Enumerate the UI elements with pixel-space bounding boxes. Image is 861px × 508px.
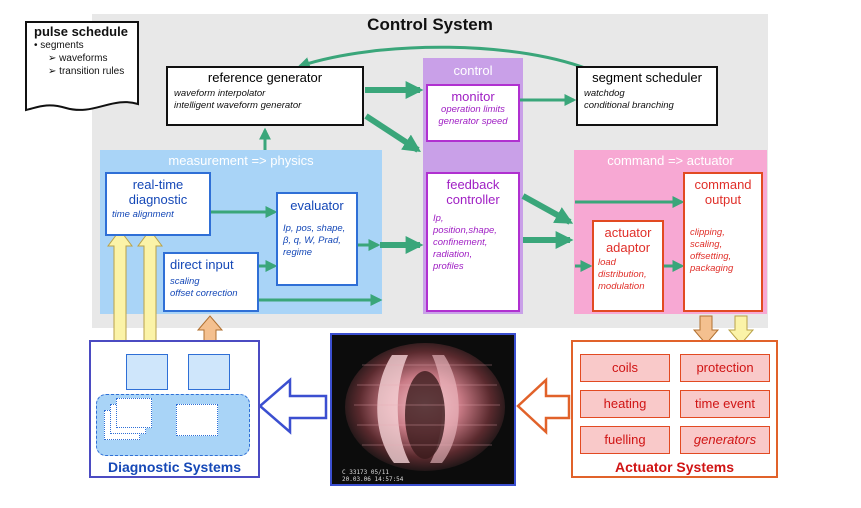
feedback-title2: controller xyxy=(446,192,500,207)
pulse-schedule-line2: waveforms xyxy=(59,53,108,64)
feedback-controller-box: feedback controller Ip, position,shape, … xyxy=(426,172,520,312)
diagnostic-unit-1 xyxy=(126,354,168,390)
monitor-line2: generator speed xyxy=(438,116,508,127)
monitor-box: monitor operation limits generator speed xyxy=(426,84,520,142)
direct-input-title: direct input xyxy=(170,257,234,272)
photo-to-diagnostic-arrow xyxy=(258,377,328,435)
photo-caption-line1: C 33173 05/11 xyxy=(342,469,389,476)
rtd-title2: diagnostic xyxy=(128,192,188,207)
output-title2: output xyxy=(704,192,742,207)
feedback-to-command-arrow xyxy=(521,193,574,225)
reference-generator-title: reference generator xyxy=(207,70,323,85)
bullet-arrow-icon: ➢ xyxy=(48,66,60,77)
diagnostic-unit-3 xyxy=(176,404,218,436)
photo-caption: C 33173 05/11 20.03.06 14:57:54 xyxy=(342,469,403,483)
scheduler-to-reference-arrow xyxy=(297,45,596,74)
evaluator-line2: β, q, W, Prad, xyxy=(283,235,341,246)
output-items: clipping, scaling, offsetting, packaging xyxy=(690,227,734,274)
actuator-cell-generators: generators xyxy=(680,426,770,454)
adaptor-title1: actuator xyxy=(604,225,652,240)
feedback-items: Ip, position,shape, confinement, radiati… xyxy=(433,213,497,272)
pulse-schedule-line1: • segments xyxy=(34,40,84,51)
direct-input-line2: offset correction xyxy=(170,288,238,299)
pulse-schedule-document-icon xyxy=(25,21,139,112)
diagram-title: Control System xyxy=(367,15,493,34)
realtime-diagnostic-box: real-time diagnostic time alignment xyxy=(105,172,211,236)
evaluator-box: evaluator Ip, pos, shape, β, q, W, Prad,… xyxy=(276,192,358,286)
actuator-adaptor-box: actuator adaptor load distribution, modu… xyxy=(592,220,664,312)
direct-input-line1: scaling xyxy=(170,276,200,287)
reference-to-feedback-arrow xyxy=(364,113,422,153)
photo-caption-line2: 20.03.06 14:57:54 xyxy=(342,476,404,483)
output-title1: command xyxy=(694,177,752,192)
command-output-box: command output clipping, scaling, offset… xyxy=(683,172,763,312)
bullet-arrow-icon: ➢ xyxy=(48,53,60,64)
actuator-cell-heating: heating xyxy=(580,390,670,418)
segment-scheduler-box: segment scheduler watchdog conditional b… xyxy=(576,66,718,126)
direct-input-box: direct input scaling offset correction xyxy=(163,252,259,312)
pulse-schedule-title: pulse schedule xyxy=(34,24,128,39)
diagnostic-unit-2 xyxy=(188,354,230,390)
pulse-schedule-line3: transition rules xyxy=(59,66,125,77)
diagnostic-systems-label: Diagnostic Systems xyxy=(107,459,242,475)
actuator-to-photo-arrow xyxy=(516,377,571,435)
evaluator-line3: regime xyxy=(283,247,313,258)
control-header: control xyxy=(453,63,493,78)
reference-generator-line2: intelligent waveform generator xyxy=(174,100,302,111)
actuator-cell-protection: protection xyxy=(680,354,770,382)
reference-generator-box: reference generator waveform interpolato… xyxy=(166,66,364,126)
evaluator-line1: Ip, pos, shape, xyxy=(283,223,346,234)
command-header: command => actuator xyxy=(607,153,734,168)
segment-scheduler-title: segment scheduler xyxy=(592,70,702,85)
actuator-cell-time-event: time event xyxy=(680,390,770,418)
actuator-systems-label: Actuator Systems xyxy=(614,459,735,475)
reference-generator-line1: waveform interpolator xyxy=(174,88,266,99)
monitor-line1: operation limits xyxy=(441,104,505,115)
segment-scheduler-line1: watchdog xyxy=(584,88,625,99)
feedback-title1: feedback xyxy=(446,177,500,192)
pulse-schedule-text: pulse schedule • segments ➢ waveforms ➢ … xyxy=(34,25,128,78)
diagnostic-stack-card xyxy=(116,398,152,428)
plasma-vessel-image xyxy=(332,335,514,484)
rtd-line: time alignment xyxy=(112,209,174,220)
evaluator-title: evaluator xyxy=(290,198,344,213)
rtd-title1: real-time xyxy=(132,177,184,192)
adaptor-title2: adaptor xyxy=(605,240,651,255)
actuator-cell-coils: coils xyxy=(580,354,670,382)
monitor-title: monitor xyxy=(451,89,495,104)
segment-scheduler-line2: conditional branching xyxy=(584,100,674,111)
measurement-header: measurement => physics xyxy=(168,153,314,168)
adaptor-items: load distribution, modulation xyxy=(598,257,647,292)
actuator-cell-fuelling: fuelling xyxy=(580,426,670,454)
plasma-vessel-photo: C 33173 05/11 20.03.06 14:57:54 xyxy=(330,333,516,486)
